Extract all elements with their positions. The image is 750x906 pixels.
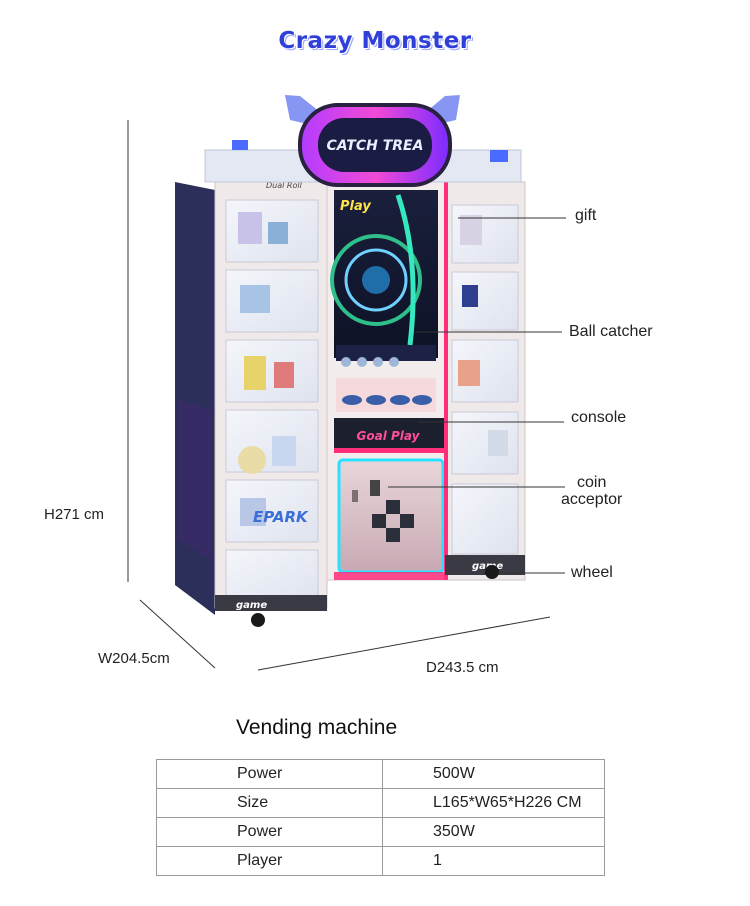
spec-label: Size bbox=[156, 788, 383, 818]
spec-value: 350W bbox=[382, 817, 605, 847]
depth-label: D243.5 cm bbox=[426, 659, 499, 676]
right-prize-cabinet bbox=[444, 181, 526, 581]
coin-door bbox=[337, 458, 445, 574]
spec-label: Power bbox=[156, 759, 383, 789]
console-text: Goal Play bbox=[357, 429, 421, 443]
spec-label: Power bbox=[156, 817, 383, 847]
specs-title: Vending machine bbox=[236, 716, 398, 739]
depth-dimension-line bbox=[257, 616, 551, 671]
wheel-front-left bbox=[251, 613, 265, 627]
table-row: Power 500W bbox=[156, 759, 605, 789]
specs-table: Power 500W Size L165*W65*H226 CM Power 3… bbox=[156, 759, 605, 876]
spec-value: L165*W65*H226 CM bbox=[382, 788, 605, 818]
spec-label: Player bbox=[156, 846, 383, 876]
wheel-label: wheel bbox=[571, 564, 613, 581]
left-base-logo: game bbox=[236, 600, 267, 611]
left-side-panel bbox=[175, 182, 215, 615]
spec-value: 1 bbox=[382, 846, 605, 876]
brand-logo: EPARK bbox=[253, 508, 309, 526]
table-row: Player 1 bbox=[156, 846, 605, 876]
page-title: Crazy Monster bbox=[278, 28, 472, 54]
svg-text:Dual Roll: Dual Roll bbox=[266, 181, 303, 190]
left-prize-cabinet bbox=[214, 179, 328, 609]
marquee-text: CATCH TREA bbox=[327, 138, 424, 154]
gift-label: gift bbox=[575, 207, 597, 224]
coin-acceptor-label-line2: acceptor bbox=[561, 491, 623, 508]
table-row: Size L165*W65*H226 CM bbox=[156, 788, 605, 818]
table-row: Power 350W bbox=[156, 817, 605, 847]
screen-text: Play bbox=[340, 199, 371, 214]
console-panel bbox=[334, 418, 460, 453]
ball-catcher-label: Ball catcher bbox=[569, 323, 653, 340]
spec-value: 500W bbox=[382, 759, 605, 789]
top-marquee bbox=[204, 95, 522, 187]
wheel-front-right bbox=[485, 565, 499, 579]
width-label: W204.5cm bbox=[98, 650, 170, 667]
height-label: H271 cm bbox=[44, 506, 105, 523]
console-label: console bbox=[571, 409, 627, 426]
coin-acceptor-label-line1: coin bbox=[577, 474, 607, 491]
base-logo: game bbox=[472, 561, 503, 572]
width-dimension-line bbox=[139, 599, 216, 669]
